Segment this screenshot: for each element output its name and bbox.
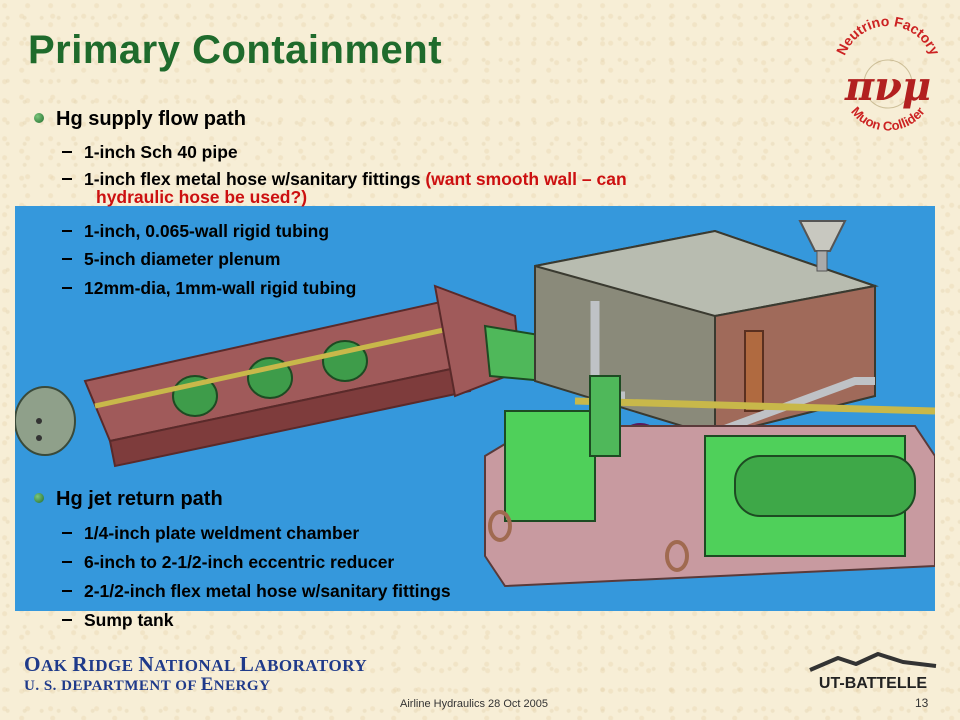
return-item: 1/4-inch plate weldment chamber xyxy=(62,524,359,542)
ut-battelle-logo: UT-BATTELLE xyxy=(808,652,938,697)
footer-doe-name: U. S. DEPARTMENT OF ENERGY xyxy=(24,674,271,695)
supply-item: 1-inch, 0.065-wall rigid tubing xyxy=(62,222,329,240)
supply-item: 12mm-dia, 1mm-wall rigid tubing xyxy=(62,279,356,297)
ut-battelle-text: UT-BATTELLE xyxy=(819,675,927,692)
return-item: 6-inch to 2-1/2-inch eccentric reducer xyxy=(62,553,394,571)
containment-rendering xyxy=(15,206,935,611)
logo-glyphs: πνμ xyxy=(844,63,931,110)
dash-icon xyxy=(62,561,72,563)
page-number: 13 xyxy=(915,696,929,710)
return-item: Sump tank xyxy=(62,611,173,629)
dash-icon xyxy=(62,178,72,180)
slide-title: Primary Containment xyxy=(28,28,443,72)
supply-item: 1-inch flex metal hose w/sanitary fittin… xyxy=(62,170,627,188)
dash-icon xyxy=(62,619,72,621)
dash-icon xyxy=(62,287,72,289)
supply-item: 5-inch diameter plenum xyxy=(62,250,280,268)
bullet-dot-icon xyxy=(34,113,44,123)
neutrino-factory-logo: Neutrino Factory Muon Collider πνμ xyxy=(828,8,948,163)
dash-icon xyxy=(62,151,72,153)
svg-text:Neutrino Factory: Neutrino Factory xyxy=(833,13,943,58)
return-heading: Hg jet return path xyxy=(34,488,223,511)
dash-icon xyxy=(62,532,72,534)
dash-icon xyxy=(62,590,72,592)
footer-lab-name: OAK RIDGE NATIONAL LABORATORY xyxy=(24,652,368,676)
return-item: 2-1/2-inch flex metal hose w/sanitary fi… xyxy=(62,582,451,600)
supply-heading: Hg supply flow path xyxy=(34,108,246,131)
supply-item-note-cont: hydraulic hose be used?) xyxy=(96,187,308,207)
dash-icon xyxy=(62,258,72,260)
bullet-dot-icon xyxy=(34,493,44,503)
dash-icon xyxy=(62,230,72,232)
supply-item: 1-inch Sch 40 pipe xyxy=(62,143,238,161)
footer-event-date: Airline Hydraulics 28 Oct 2005 xyxy=(400,698,548,710)
logo-top-text: Neutrino Factory xyxy=(833,13,943,58)
supply-item-note: (want smooth wall – can xyxy=(425,169,627,189)
